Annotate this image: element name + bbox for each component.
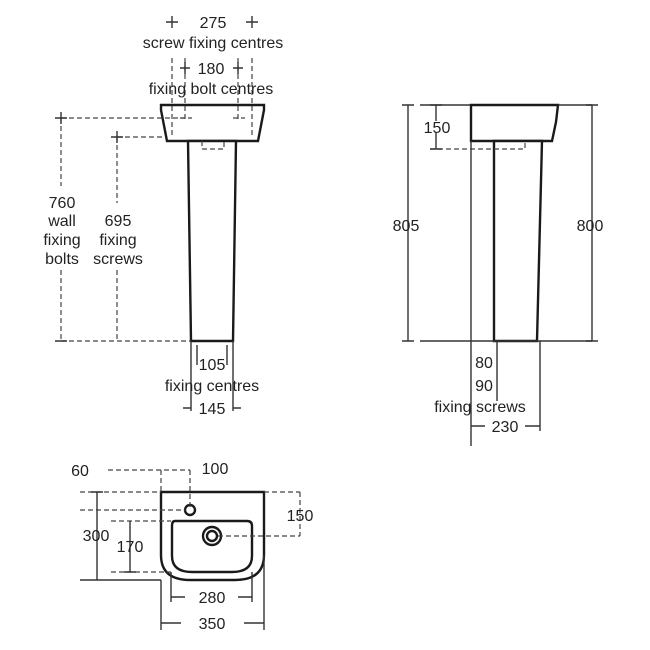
basin-front [159,103,266,143]
base-centres-label: fixing centres [165,378,259,395]
wall-bolts-label: bolts [45,251,79,268]
fixing-screws-label: fixing [99,232,136,249]
bowl-plan [170,519,254,574]
waste-outlet-inner [205,529,219,543]
height-800-value: 800 [577,218,604,235]
pedestal-front [186,139,238,343]
tap-offset-value: 60 [71,463,89,480]
basin-depth-value: 150 [424,120,451,137]
pedestal-side [492,139,544,343]
waste-offset-value: 150 [287,508,314,525]
screw-offset-80: 80 [475,355,493,372]
base-width-value: 145 [199,401,226,418]
tap-centre-value: 100 [202,461,229,478]
side-view: 805 800 150 80 90 fixing screws 230 [393,103,604,446]
width-value: 350 [199,616,226,633]
wall-bolts-label: fixing [43,232,80,249]
bowl-depth-value: 170 [117,539,144,556]
projection-value: 230 [492,419,519,436]
base-centres-value: 105 [199,357,226,374]
fixing-screws-value: 695 [105,213,132,230]
screw-centres-value: 275 [200,15,227,32]
fixing-screws-label: screws [93,251,143,268]
depth-value: 300 [83,528,110,545]
basin-side [469,103,560,143]
front-view: 275 screw fixing centres 180 fixing bolt… [43,15,283,418]
bolt-centres-value: 180 [198,61,225,78]
fixing-screws-label: fixing screws [434,399,526,416]
bolt-centres-label: fixing bolt centres [149,81,274,98]
bowl-width-value: 280 [199,590,226,607]
screw-centres-label: screw fixing centres [143,35,284,52]
wall-bolts-label: wall [47,213,76,230]
height-805-value: 805 [393,218,420,235]
plan-view: 60 100 150 300 170 280 350 [71,461,313,633]
screw-offset-90: 90 [475,378,493,395]
wall-bolts-value: 760 [49,195,76,212]
